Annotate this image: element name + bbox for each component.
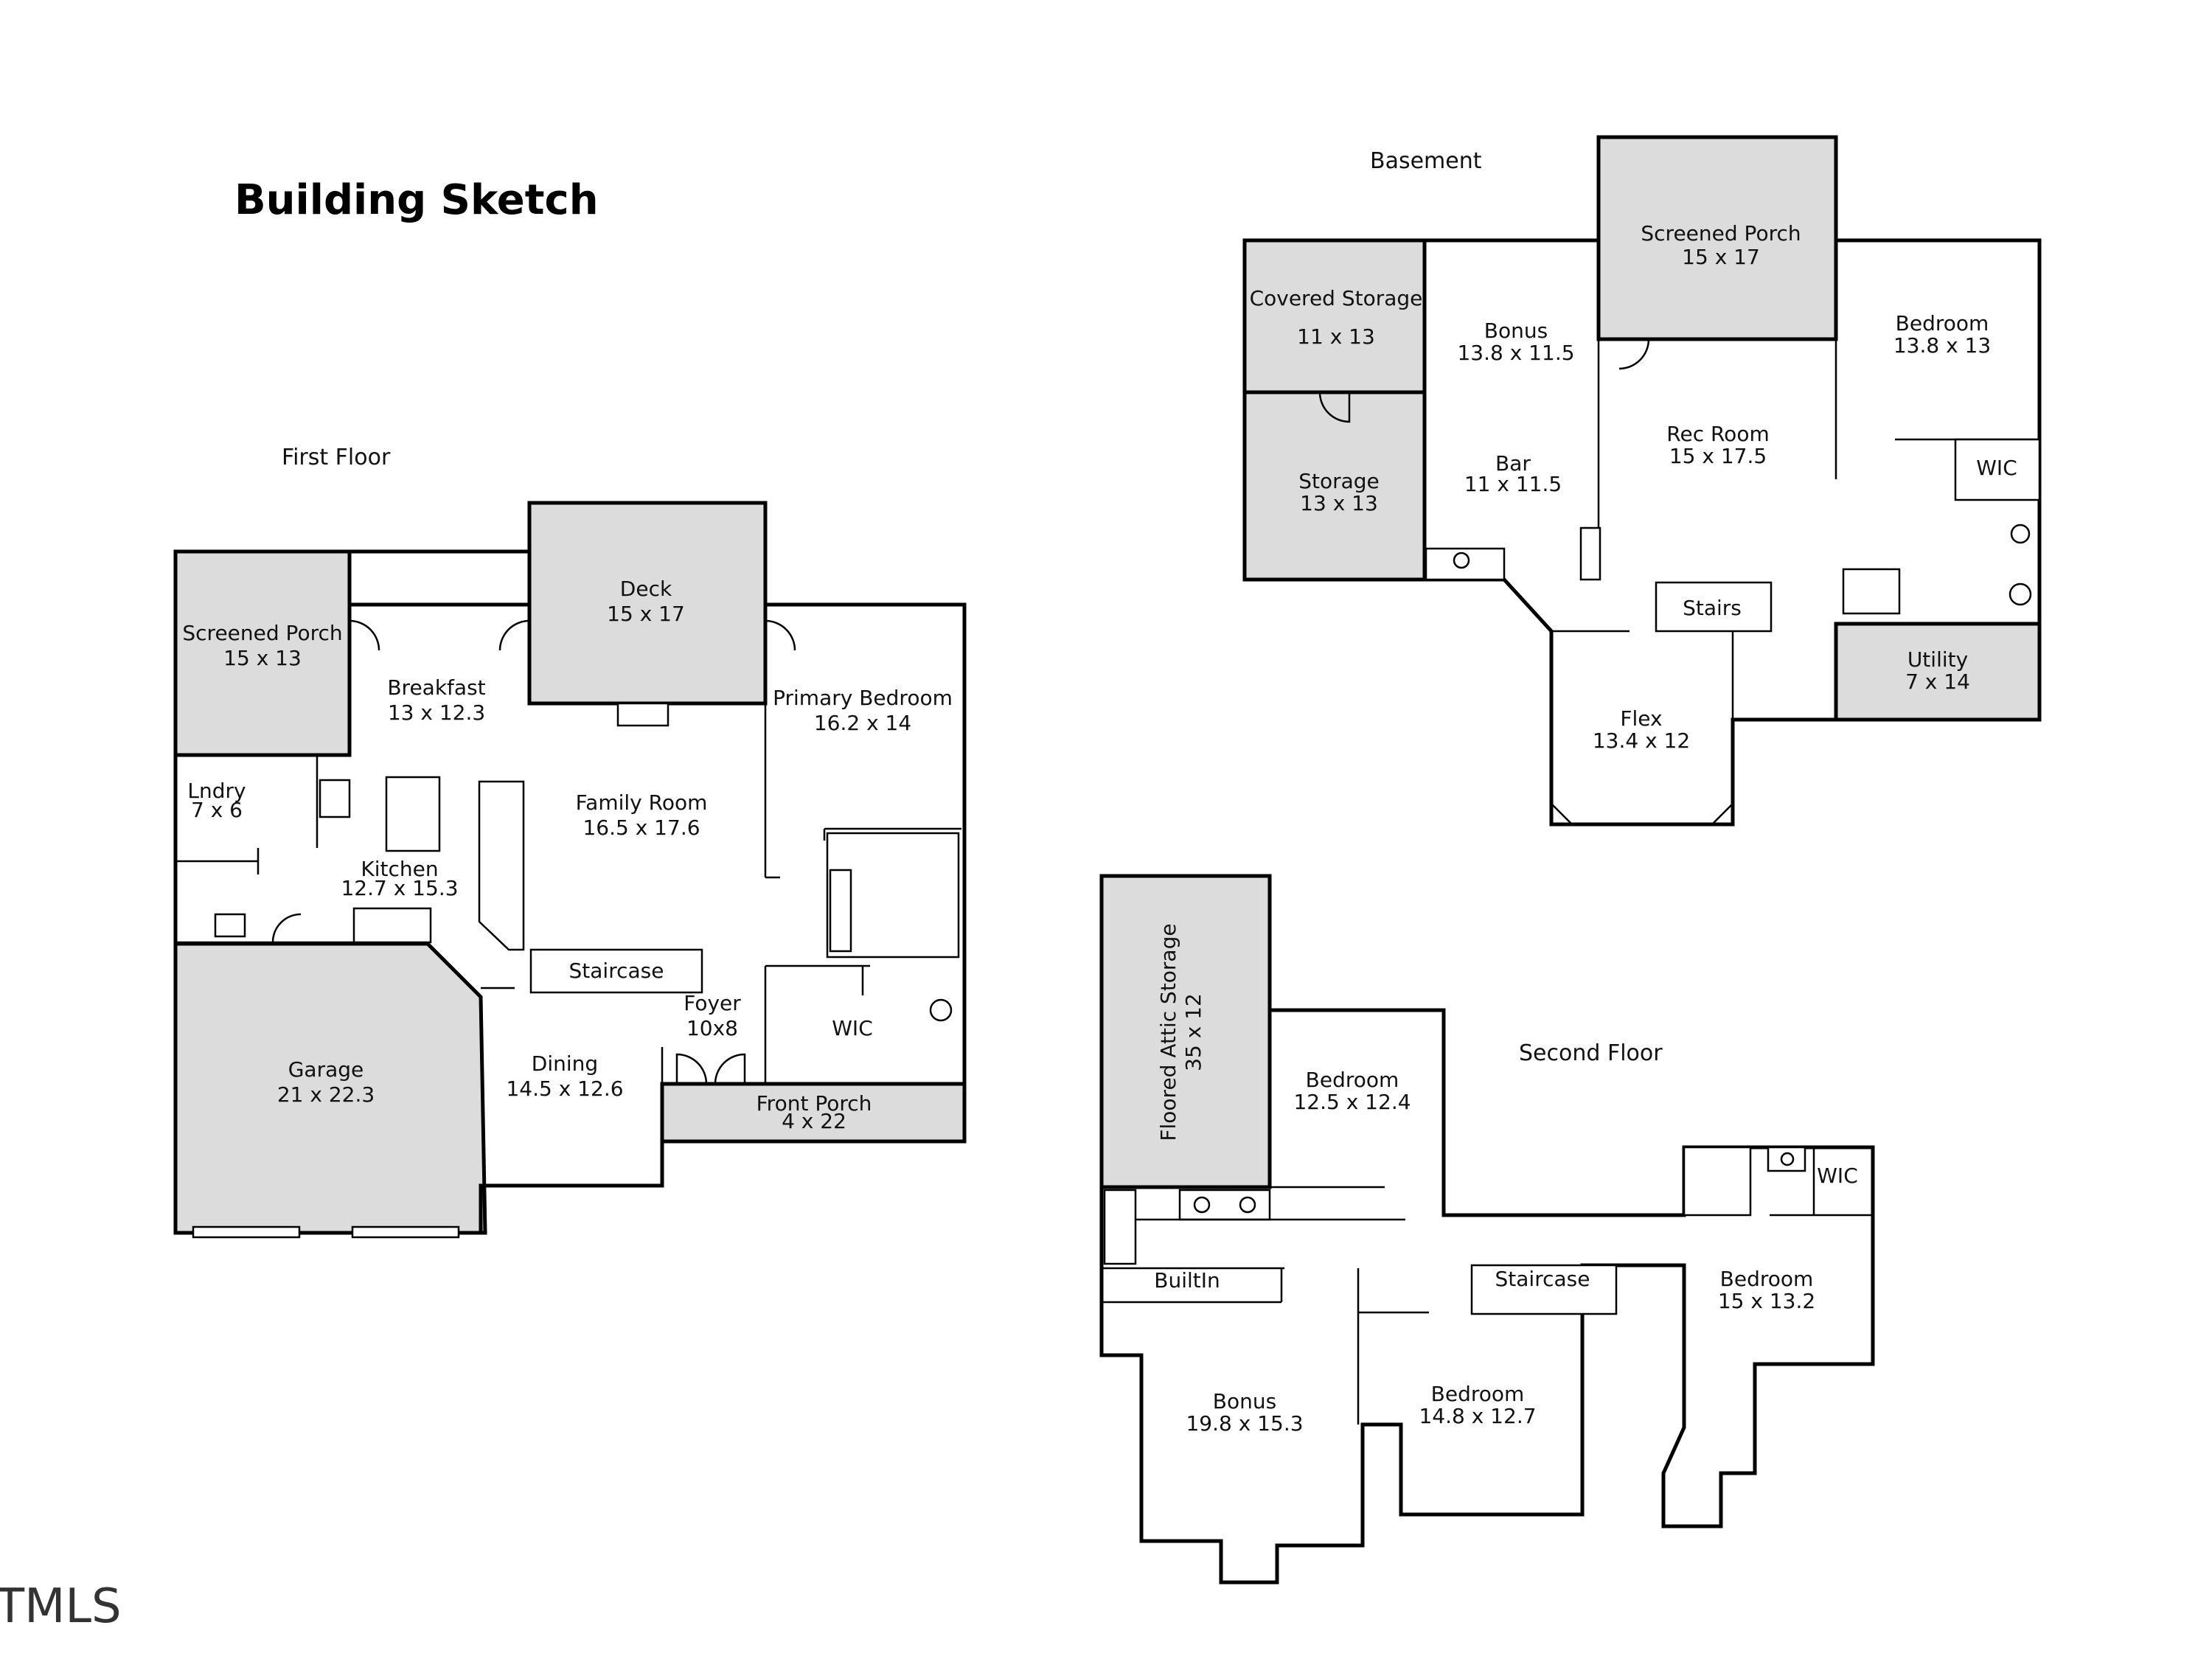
bs-covered-storage-area [1242,238,1427,394]
ff-lndry-name: Lndry [187,779,246,803]
bs-covered-storage-size: 11 x 13 [1297,324,1375,349]
sf-wic-name: WIC [1817,1164,1858,1188]
ff-breakfast-name: Breakfast [387,675,485,700]
ff-primary-bedroom-name: Primary Bedroom [773,686,953,710]
second-floor-plan: Second Floor Floored Attic Storage35 x 1… [1099,874,1875,1585]
ff-screened-porch-size: 15 x 13 [223,646,302,670]
ff-kitchen-name: Kitchen [361,857,438,881]
basement-heading: Basement [1370,148,1482,174]
sf-bedroom-b-name: Bedroom [1720,1267,1814,1291]
ff-front-porch-size: 4 x 22 [782,1109,846,1133]
logo-mark: TMLS [0,1579,122,1634]
ff-garage-name: Garage [288,1057,364,1082]
sf-attic-size: 35 x 12 [1181,993,1206,1071]
bs-wic-name: WIC [1976,456,2017,480]
svg-text:Floored Attic Storage35 x 12: Floored Attic Storage35 x 12 [1156,923,1206,1141]
sf-builtin-name: BuiltIn [1154,1268,1220,1293]
ff-foyer-name: Foyer [684,991,741,1015]
bs-storage-name: Storage [1298,469,1380,493]
ff-deck-size: 15 x 17 [607,602,685,626]
ff-primary-bedroom-size: 16.2 x 14 [814,711,911,735]
bs-bedroom-name: Bedroom [1896,311,1989,335]
ff-staircase-name: Staircase [569,959,664,983]
ff-outer-wall [173,501,967,1235]
sf-bedroom-b-size: 15 x 13.2 [1718,1289,1815,1313]
bs-bar-size: 11 x 11.5 [1464,472,1562,496]
ff-kitchen-size: 12.7 x 15.3 [341,876,458,900]
ff-deck-name: Deck [620,577,672,601]
bs-rec-room-size: 15 x 17.5 [1669,444,1767,468]
bs-outer-wall [1242,135,2042,827]
ff-screened-porch-name: Screened Porch [182,621,342,645]
first-floor-heading: First Floor [282,445,391,470]
ff-deck-area [527,501,768,706]
ff-dining-size: 14.5 x 12.6 [506,1077,623,1101]
ff-breakfast-size: 13 x 12.3 [388,700,485,725]
bs-storage-size: 13 x 13 [1300,491,1378,515]
ff-wic-name: WIC [832,1016,873,1040]
ff-garage-size: 21 x 22.3 [277,1082,375,1107]
bs-flex-name: Flex [1620,706,1662,731]
bs-bedroom-size: 13.8 x 13 [1893,333,1991,358]
sf-bedroom-c-name: Bedroom [1431,1382,1525,1406]
sf-bonus-size: 19.8 x 15.3 [1186,1411,1303,1436]
bs-bonus-size: 13.8 x 11.5 [1457,341,1574,365]
ff-front-porch-name: Front Porch [757,1091,872,1116]
bs-flex-size: 13.4 x 12 [1593,728,1690,753]
ff-family-room-name: Family Room [576,790,708,815]
sf-attic-name: Floored Attic Storage [1156,923,1180,1141]
ff-front-porch-area [660,1082,967,1144]
ff-dining-name: Dining [532,1051,598,1076]
bs-utility-size: 7 x 14 [1905,669,1970,694]
sf-bedroom-a-name: Bedroom [1306,1068,1399,1092]
first-floor-plan: First Floor [173,445,967,1239]
bs-utility-name: Utility [1907,647,1968,672]
page-title: Building Sketch [234,176,599,224]
ff-foyer-size: 10x8 [686,1016,738,1040]
ff-family-room-size: 16.5 x 17.6 [582,815,700,840]
bs-rec-room-name: Rec Room [1666,422,1769,446]
bs-screened-porch-size: 15 x 17 [1682,245,1760,269]
bs-screened-porch-name: Screened Porch [1641,221,1801,246]
ff-lndry-size: 7 x 6 [191,798,243,822]
basement-plan: Basement Covered Storage 11 x 13 Screened… [1242,135,2042,827]
sf-bedroom-a-size: 12.5 x 12.4 [1293,1090,1411,1114]
bs-stairs-name: Stairs [1683,596,1742,620]
sf-staircase-name: Staircase [1495,1267,1590,1291]
sf-bonus-name: Bonus [1213,1389,1276,1413]
bs-bar-name: Bar [1495,451,1531,476]
second-floor-heading: Second Floor [1519,1040,1663,1066]
ff-screened-porch-area [173,549,352,757]
sf-bedroom-c-size: 14.8 x 12.7 [1419,1404,1536,1428]
bs-covered-storage-name: Covered Storage [1250,286,1423,310]
bs-bonus-name: Bonus [1484,319,1548,343]
